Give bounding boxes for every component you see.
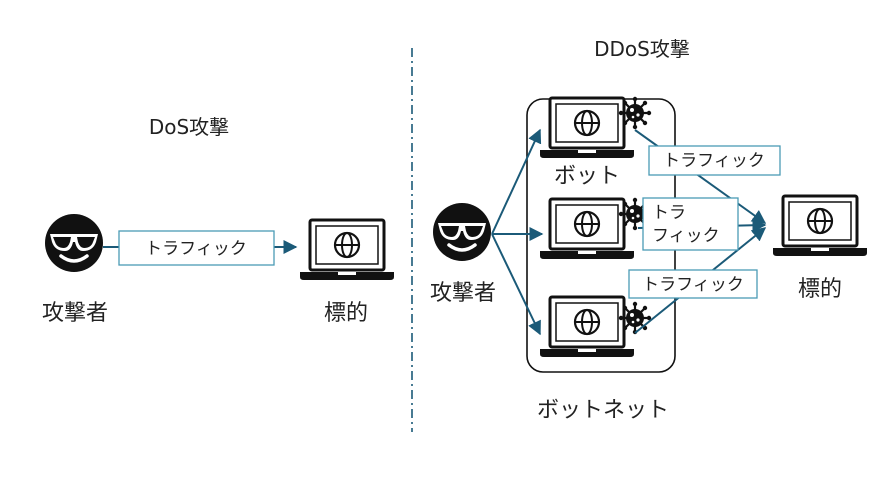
ddos-attacker-label: 攻撃者 (430, 281, 496, 306)
attacker-to-bot1-arrow (491, 128, 542, 235)
ddos-traffic-bottom-label: トラフィック (642, 275, 744, 295)
bot2-laptop-icon (538, 197, 636, 261)
ddos-title: DDoS攻撃 (594, 37, 690, 61)
ddos-target-laptop-icon (771, 194, 869, 258)
bot3-virus-icon (617, 300, 653, 336)
dos-traffic-label: トラフィック (145, 239, 247, 259)
ddos-target-label: 標的 (798, 277, 842, 302)
dos-traffic-box (118, 230, 275, 266)
dos-title: DoS攻撃 (149, 115, 229, 139)
dos-target-label: 標的 (324, 301, 368, 326)
bot1-virus-icon (617, 95, 653, 131)
botnet-label: ボットネット (537, 398, 669, 423)
ddos-traffic-mid-line2: フィック (652, 226, 720, 246)
attacker-to-bot3-arrow (491, 233, 541, 336)
ddos-traffic-top-label: トラフィック (663, 151, 765, 171)
ddos-traffic-box-bottom (628, 269, 758, 299)
bot3-laptop-icon (538, 295, 636, 359)
ddos-attacker-icon (431, 201, 493, 263)
dos-target-laptop-icon (298, 218, 396, 282)
bot-label: ボット (554, 164, 620, 189)
bot1-laptop-icon (538, 96, 636, 160)
dos-attacker-label: 攻撃者 (42, 301, 108, 326)
dos-attacker-icon (43, 212, 105, 274)
ddos-traffic-mid-line1: トラ (652, 203, 686, 223)
ddos-traffic-box-top (648, 145, 781, 176)
ddos-traffic-box-mid (642, 197, 739, 251)
